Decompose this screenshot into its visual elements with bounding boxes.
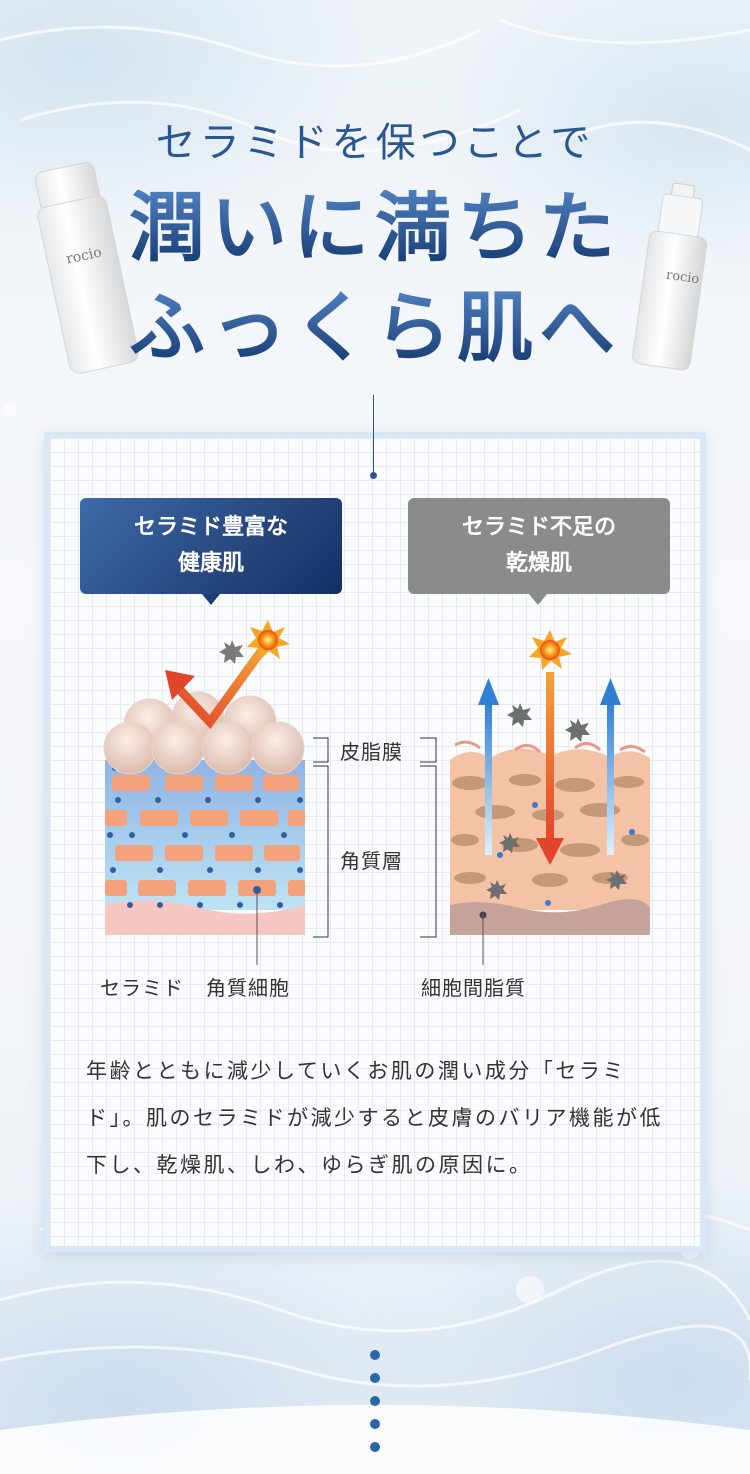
healthy-label-pointer [202, 594, 220, 605]
dry-skin-label-line2: 乾燥肌 [505, 551, 572, 576]
healthy-skin-label-line2: 健康肌 [177, 551, 244, 576]
scroll-dot [370, 1350, 380, 1360]
headline-line-2: ふっくら肌へ [0, 290, 750, 366]
dry-skin-label-line1: セラミド不足の [461, 515, 616, 540]
headline-line-1: 潤いに満ちた [0, 190, 750, 266]
hero-header: rocio rocio セラミドを保つことで 潤いに満ちた ふっくら肌へ [0, 0, 750, 430]
scroll-dot [370, 1373, 380, 1383]
stratum-layer-label: 角質層 [340, 849, 403, 873]
scroll-dot [370, 1419, 380, 1429]
ceramide-description: 年齢とともに減少していくお肌の潤い成分「セラミド」。肌のセラミドが減少すると皮膚… [86, 1059, 663, 1177]
product-bottle-left [34, 162, 139, 374]
product-bottle-right [632, 182, 708, 371]
scroll-dot [370, 1442, 380, 1452]
intercellular-lipid-caption: 細胞間脂質 [421, 976, 526, 1000]
dry-label-pointer [529, 594, 547, 605]
scroll-indicator-dots [370, 1350, 380, 1465]
subtitle: セラミドを保つことで [155, 120, 595, 166]
corneocyte-caption: 角質細胞 [206, 976, 290, 1000]
sebum-layer-label: 皮脂膜 [340, 740, 403, 764]
connector-dot [370, 472, 377, 479]
ceramide-caption: セラミド [100, 976, 184, 1000]
healthy-skin-label: セラミド豊富な 健康肌 [80, 498, 342, 594]
bottom-wave [0, 1405, 750, 1474]
scroll-dot [370, 1396, 380, 1406]
dry-skin-label: セラミド不足の 乾燥肌 [408, 498, 670, 594]
healthy-skin-label-line1: セラミド豊富な [133, 515, 288, 540]
connector-line [373, 395, 374, 475]
